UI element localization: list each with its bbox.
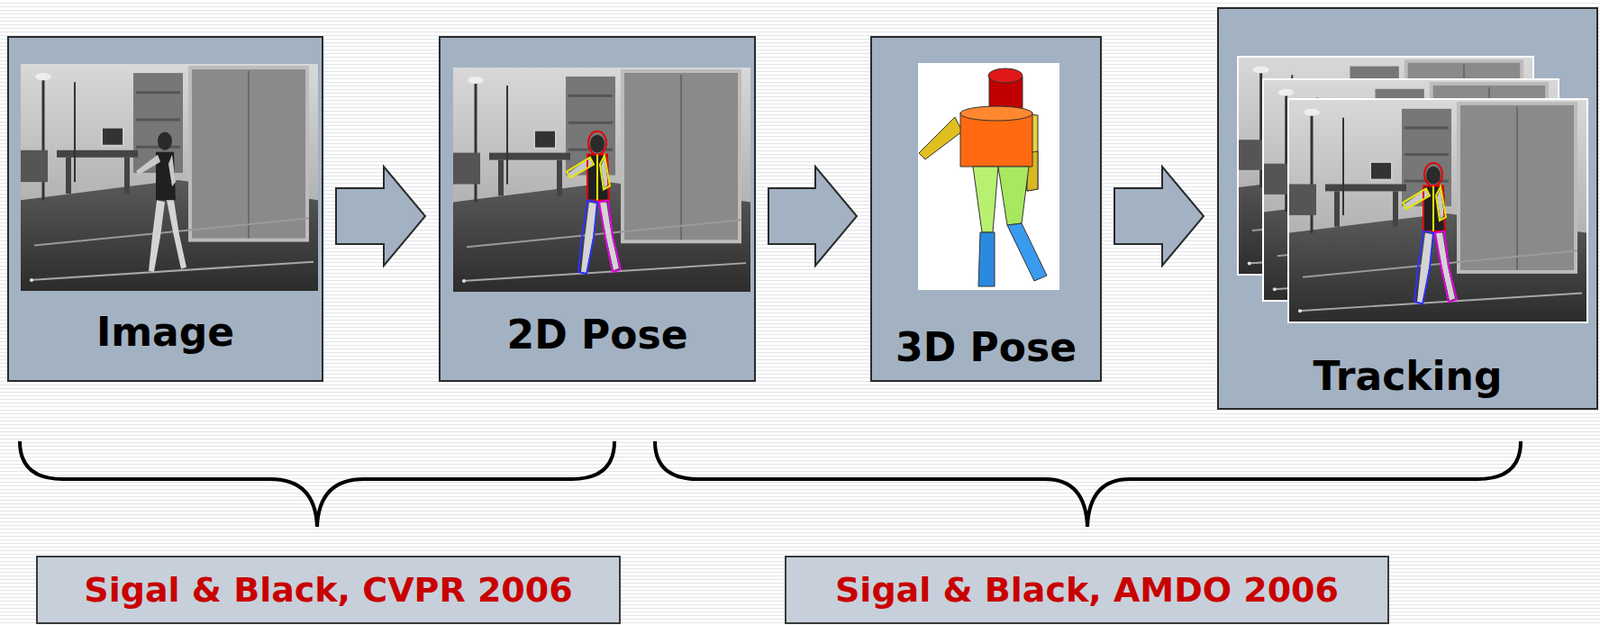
stage-box: Image	[7, 36, 324, 382]
block-arrow	[1114, 166, 1204, 266]
brace	[654, 441, 1521, 528]
block-arrow	[336, 166, 426, 266]
stage-box: Tracking	[1217, 7, 1599, 410]
stage-box: 3D Pose	[870, 36, 1102, 382]
block-arrow	[768, 166, 857, 266]
stage-label: 2D Pose	[440, 311, 755, 358]
reference-box: Sigal & Black, AMDO 2006	[784, 555, 1390, 625]
stage-box: 2D Pose	[438, 36, 756, 382]
citation-text: Sigal & Black, CVPR 2006	[37, 570, 619, 610]
stage-label: Image	[9, 309, 322, 355]
brace	[19, 441, 615, 528]
citation-text: Sigal & Black, AMDO 2006	[786, 570, 1388, 610]
reference-box: Sigal & Black, CVPR 2006	[36, 555, 621, 625]
stage-label: Tracking	[1218, 353, 1597, 400]
stage-label: 3D Pose	[872, 324, 1100, 371]
